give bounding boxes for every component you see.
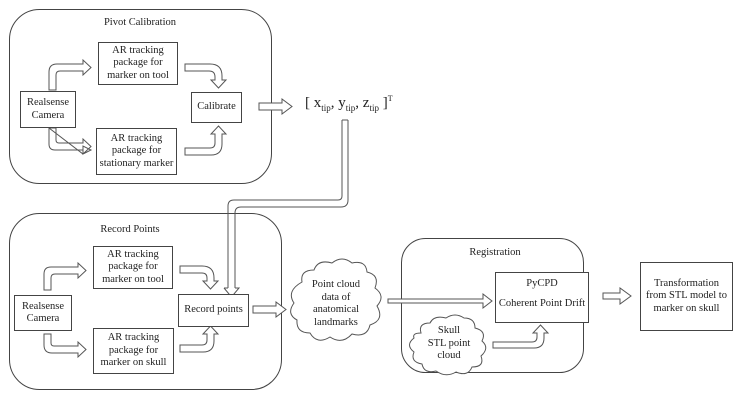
tip-y: y xyxy=(338,95,346,111)
arrow-ar-stationary-to-calibrate xyxy=(184,125,228,156)
arrow-calibrate-to-tip xyxy=(258,98,293,115)
calibrate-box: Calibrate xyxy=(191,92,242,123)
pivot-calibration-title: Pivot Calibration xyxy=(103,17,177,28)
record-camera-box: Realsense Camera xyxy=(14,295,72,331)
skull-cloud-shape xyxy=(409,314,487,376)
pycpd-label: PyCPD xyxy=(526,278,558,289)
point-cloud-label: Point cloud data of anatomical landmarks xyxy=(311,279,361,328)
arrow-registration-to-transformation xyxy=(602,287,632,305)
transformation-box: Transformation from STL model to marker … xyxy=(640,262,733,331)
pivot-ar-stationary-box: AR tracking package for stationary marke… xyxy=(96,128,177,175)
arrow-camera-to-ar-tool-pivot xyxy=(48,58,92,91)
record-points-title: Record Points xyxy=(100,224,160,235)
arrow-camera-to-ar-skull-record xyxy=(43,333,87,359)
tip-vector-close: ] xyxy=(382,95,388,111)
arrow-ar-tool-to-record xyxy=(179,265,220,290)
arrow-record-to-point-cloud xyxy=(252,301,287,318)
tip-z: z xyxy=(362,95,370,111)
tip-vector-open: [ xyxy=(305,95,310,111)
arrow-camera-to-ar-stationary-pivot xyxy=(48,126,93,156)
pivot-ar-tool-box: AR tracking package for marker on tool xyxy=(98,42,178,85)
record-points-box: Record points xyxy=(178,294,249,327)
pivot-calibration-panel xyxy=(9,9,272,184)
record-points-panel xyxy=(9,213,282,390)
point-cloud-shape xyxy=(290,258,382,341)
tip-x: x xyxy=(313,95,322,111)
tip-vector: [ xtip, ytip, ztip ]T xyxy=(305,94,393,113)
tip-sep-2: , xyxy=(355,95,360,111)
tip-to-record-pipe xyxy=(223,119,349,298)
tip-z-sub: tip xyxy=(369,103,379,113)
pivot-camera-box: Realsense Camera xyxy=(20,91,76,128)
record-ar-skull-box: AR tracking package for marker on skull xyxy=(93,328,174,374)
tip-y-sub: tip xyxy=(345,103,356,113)
cpd-label: Coherent Point Drift xyxy=(498,297,586,309)
transpose-sup: T xyxy=(387,94,393,103)
arrow-point-cloud-to-pycpd xyxy=(387,292,493,310)
skull-cloud-label: Skull STL point cloud xyxy=(427,325,471,361)
arrow-ar-skull-to-record xyxy=(179,325,220,353)
tip-x-sub: tip xyxy=(321,103,331,113)
arrow-skull-cloud-to-pycpd xyxy=(492,324,550,349)
pycpd-box: PyCPD Coherent Point Drift xyxy=(495,272,589,323)
record-ar-tool-box: AR tracking package for marker on tool xyxy=(93,246,173,289)
arrow-ar-tool-to-calibrate xyxy=(184,63,228,89)
registration-title: Registration xyxy=(469,247,521,258)
arrow-camera-to-ar-tool-record xyxy=(43,261,87,291)
tip-sep-1: , xyxy=(330,95,335,111)
